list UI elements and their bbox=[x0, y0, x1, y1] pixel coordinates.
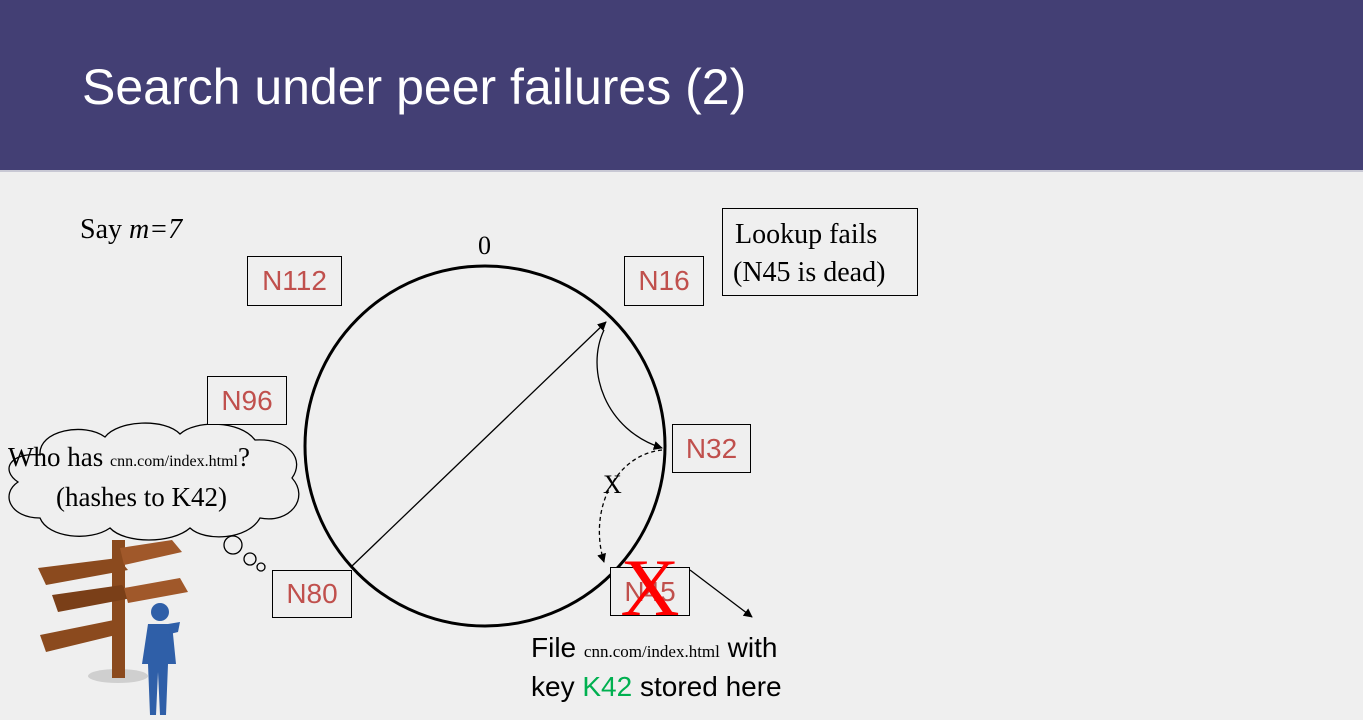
parameter-note: Say m=7 bbox=[80, 214, 182, 246]
dead-node-mark: X bbox=[620, 542, 680, 633]
title-divider bbox=[0, 170, 1363, 172]
thought-hash: (hashes to K42) bbox=[56, 482, 227, 512]
node-n80: N80 bbox=[272, 570, 352, 618]
successor-arrow-n16-n32 bbox=[596, 329, 663, 450]
note-prefix: Say bbox=[80, 214, 129, 245]
failed-hop-label: X bbox=[603, 470, 622, 499]
status-line-2: (N45 is dead) bbox=[733, 257, 886, 288]
thought-suffix: ? bbox=[237, 442, 250, 472]
person-illustration bbox=[142, 603, 180, 715]
slide-title: Search under peer failures (2) bbox=[82, 59, 747, 115]
lookup-status-box: Lookup fails (N45 is dead) bbox=[722, 208, 918, 296]
note-value: =7 bbox=[149, 214, 183, 245]
note-variable: m bbox=[129, 214, 150, 245]
key-prefix: key bbox=[531, 671, 583, 702]
file-note-line-1: File cnn.com/index.html with bbox=[531, 632, 777, 664]
file-note-line-2: key K42 stored here bbox=[531, 671, 782, 703]
key-value: K42 bbox=[582, 671, 633, 702]
file-pointer-arrow bbox=[689, 569, 753, 618]
file-suffix: with bbox=[719, 632, 778, 663]
thought-url: cnn.com/index.html bbox=[109, 453, 238, 470]
node-n16: N16 bbox=[624, 256, 704, 306]
node-n45: N45 bbox=[610, 567, 690, 616]
key-suffix: stored here bbox=[632, 671, 782, 702]
file-url: cnn.com/index.html bbox=[583, 642, 720, 661]
signpost-illustration bbox=[38, 540, 188, 683]
thought-dot bbox=[243, 552, 257, 566]
status-line-1: Lookup fails bbox=[735, 219, 878, 250]
thought-cloud bbox=[8, 422, 300, 541]
thought-dot bbox=[223, 535, 243, 555]
node-n96: N96 bbox=[207, 376, 287, 425]
node-n32: N32 bbox=[672, 424, 751, 473]
thought-question: Who has cnn.com/index.html? bbox=[8, 442, 250, 473]
finger-arrow-n80-n16 bbox=[351, 321, 607, 567]
failed-arrow-n32-n45 bbox=[597, 449, 663, 563]
chord-ring bbox=[303, 264, 667, 628]
file-prefix: File bbox=[531, 632, 584, 663]
thought-dot bbox=[256, 562, 266, 572]
thought-prefix: Who has bbox=[8, 442, 110, 472]
title-bar bbox=[0, 0, 1363, 170]
ring-zero-label: 0 bbox=[478, 231, 491, 260]
node-n112: N112 bbox=[247, 256, 342, 306]
